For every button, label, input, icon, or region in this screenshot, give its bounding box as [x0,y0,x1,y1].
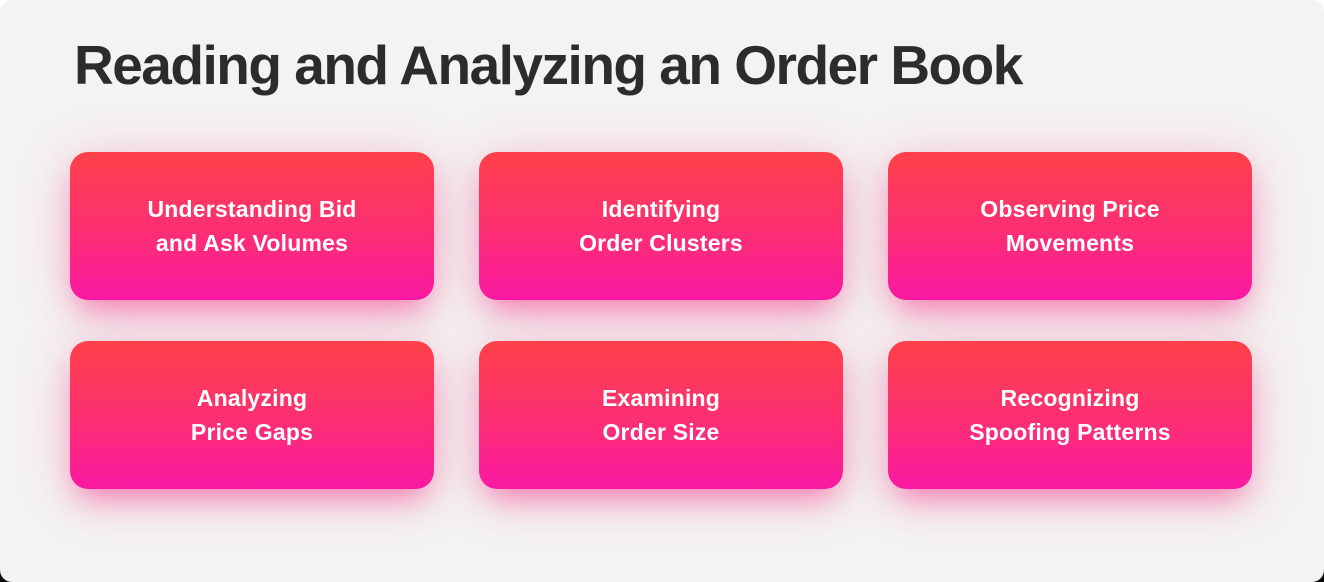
card-recognizing-spoofing-patterns: Recognizing Spoofing Patterns [888,341,1252,489]
card-understanding-bid-and-ask-volumes: Understanding Bid and Ask Volumes [70,152,434,300]
card-identifying-order-clusters: Identifying Order Clusters [479,152,843,300]
card-label-line: Identifying [601,196,721,222]
card-label-line: Observing Price [980,196,1160,222]
card-label-line: Analyzing [196,385,308,411]
card-observing-price-movements: Observing Price Movements [888,152,1252,300]
card-grid: Understanding Bid and Ask Volumes Identi… [70,152,1252,489]
card-label-line: Spoofing Patterns [969,419,1171,445]
card-label-line: Order Size [602,419,720,445]
card-label-line: and Ask Volumes [155,230,349,256]
card-label-line: Understanding Bid [147,196,357,222]
card-label-line: Recognizing [1000,385,1140,411]
card-label-line: Examining [601,385,721,411]
card-label-line: Movements [1005,230,1135,256]
card-label-line: Order Clusters [579,230,743,256]
card-analyzing-price-gaps: Analyzing Price Gaps [70,341,434,489]
card-label-line: Price Gaps [190,419,314,445]
page-title: Reading and Analyzing an Order Book [74,34,1023,96]
card-examining-order-size: Examining Order Size [479,341,843,489]
